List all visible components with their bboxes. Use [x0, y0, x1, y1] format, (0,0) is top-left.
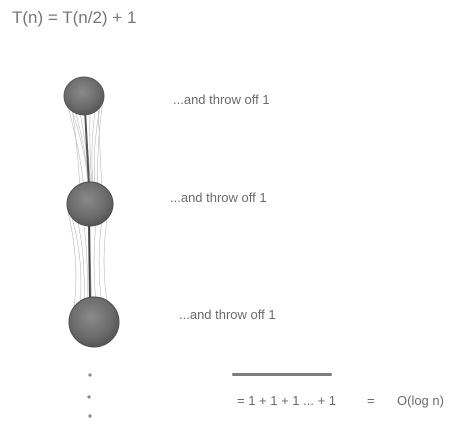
- recursion-node-1: [63, 76, 105, 116]
- recursion-node-3: [68, 296, 120, 348]
- recursion-node-2: [66, 181, 114, 227]
- sum-expression: = 1 + 1 + 1 ... + 1: [237, 393, 337, 408]
- step-annotation: ...and throw off 1: [179, 307, 276, 322]
- thread-core-1-2: [84, 109, 90, 186]
- continuation-dot: [88, 373, 92, 377]
- sum-equals-sign: =: [367, 393, 375, 408]
- thread-core-2-3: [88, 221, 91, 301]
- sum-divider: [232, 373, 332, 376]
- step-annotation: ...and throw off 1: [170, 190, 267, 205]
- step-annotation: ...and throw off 1: [173, 92, 270, 107]
- complexity-result: O(log n): [397, 393, 444, 408]
- continuation-dot: [87, 395, 91, 399]
- continuation-dot: [88, 414, 92, 418]
- recurrence-title: T(n) = T(n/2) + 1: [12, 8, 137, 27]
